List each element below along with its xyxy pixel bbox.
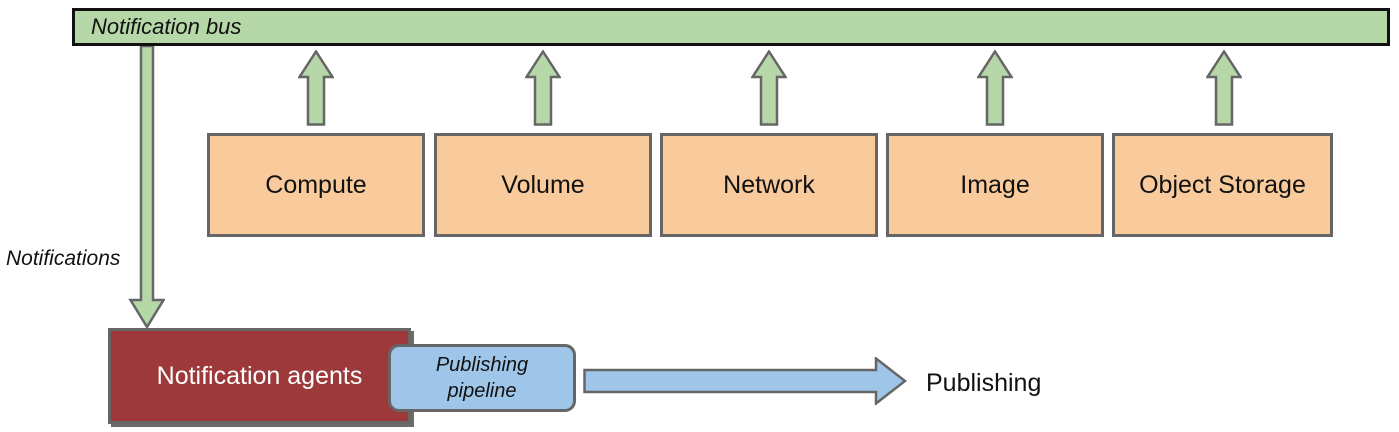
service-box-network: Network	[660, 133, 878, 237]
notification-agents-label: Notification agents	[156, 361, 363, 390]
publishing-pipeline-line2: pipeline	[447, 380, 517, 402]
notification-agents-box: Notification agents	[108, 328, 411, 424]
service-box-image: Image	[886, 133, 1104, 237]
right-arrow-shape	[583, 357, 907, 405]
service-box-volume: Volume	[434, 133, 652, 237]
up-arrow-shape	[751, 50, 787, 126]
service-label: Object Storage	[1139, 170, 1306, 199]
publishing-pipeline-line1: Publishing	[435, 354, 529, 376]
up-arrow-shape	[1206, 50, 1242, 126]
up-arrow-shape	[298, 50, 334, 126]
notification-bus-label: Notification bus	[91, 14, 242, 39]
up-arrow-icon	[751, 50, 787, 126]
service-label: Network	[723, 170, 815, 199]
up-arrow-shape	[977, 50, 1013, 126]
up-arrow-icon	[977, 50, 1013, 126]
down-arrow-icon	[128, 46, 165, 329]
down-arrow-shape	[128, 46, 165, 329]
up-arrow-icon	[1206, 50, 1242, 126]
notifications-label: Notifications	[6, 247, 121, 270]
publishing-pipeline-box: Publishing pipeline	[388, 344, 576, 412]
publishing-label: Publishing	[926, 369, 1042, 397]
service-box-compute: Compute	[207, 133, 425, 237]
up-arrow-icon	[525, 50, 561, 126]
right-arrow-icon	[583, 357, 907, 405]
up-arrow-icon	[298, 50, 334, 126]
service-label: Compute	[265, 170, 367, 199]
notification-bus-bar: Notification bus	[72, 8, 1390, 46]
up-arrow-shape	[525, 50, 561, 126]
service-box-object-storage: Object Storage	[1112, 133, 1333, 237]
service-label: Volume	[501, 170, 585, 199]
service-label: Image	[960, 170, 1030, 199]
